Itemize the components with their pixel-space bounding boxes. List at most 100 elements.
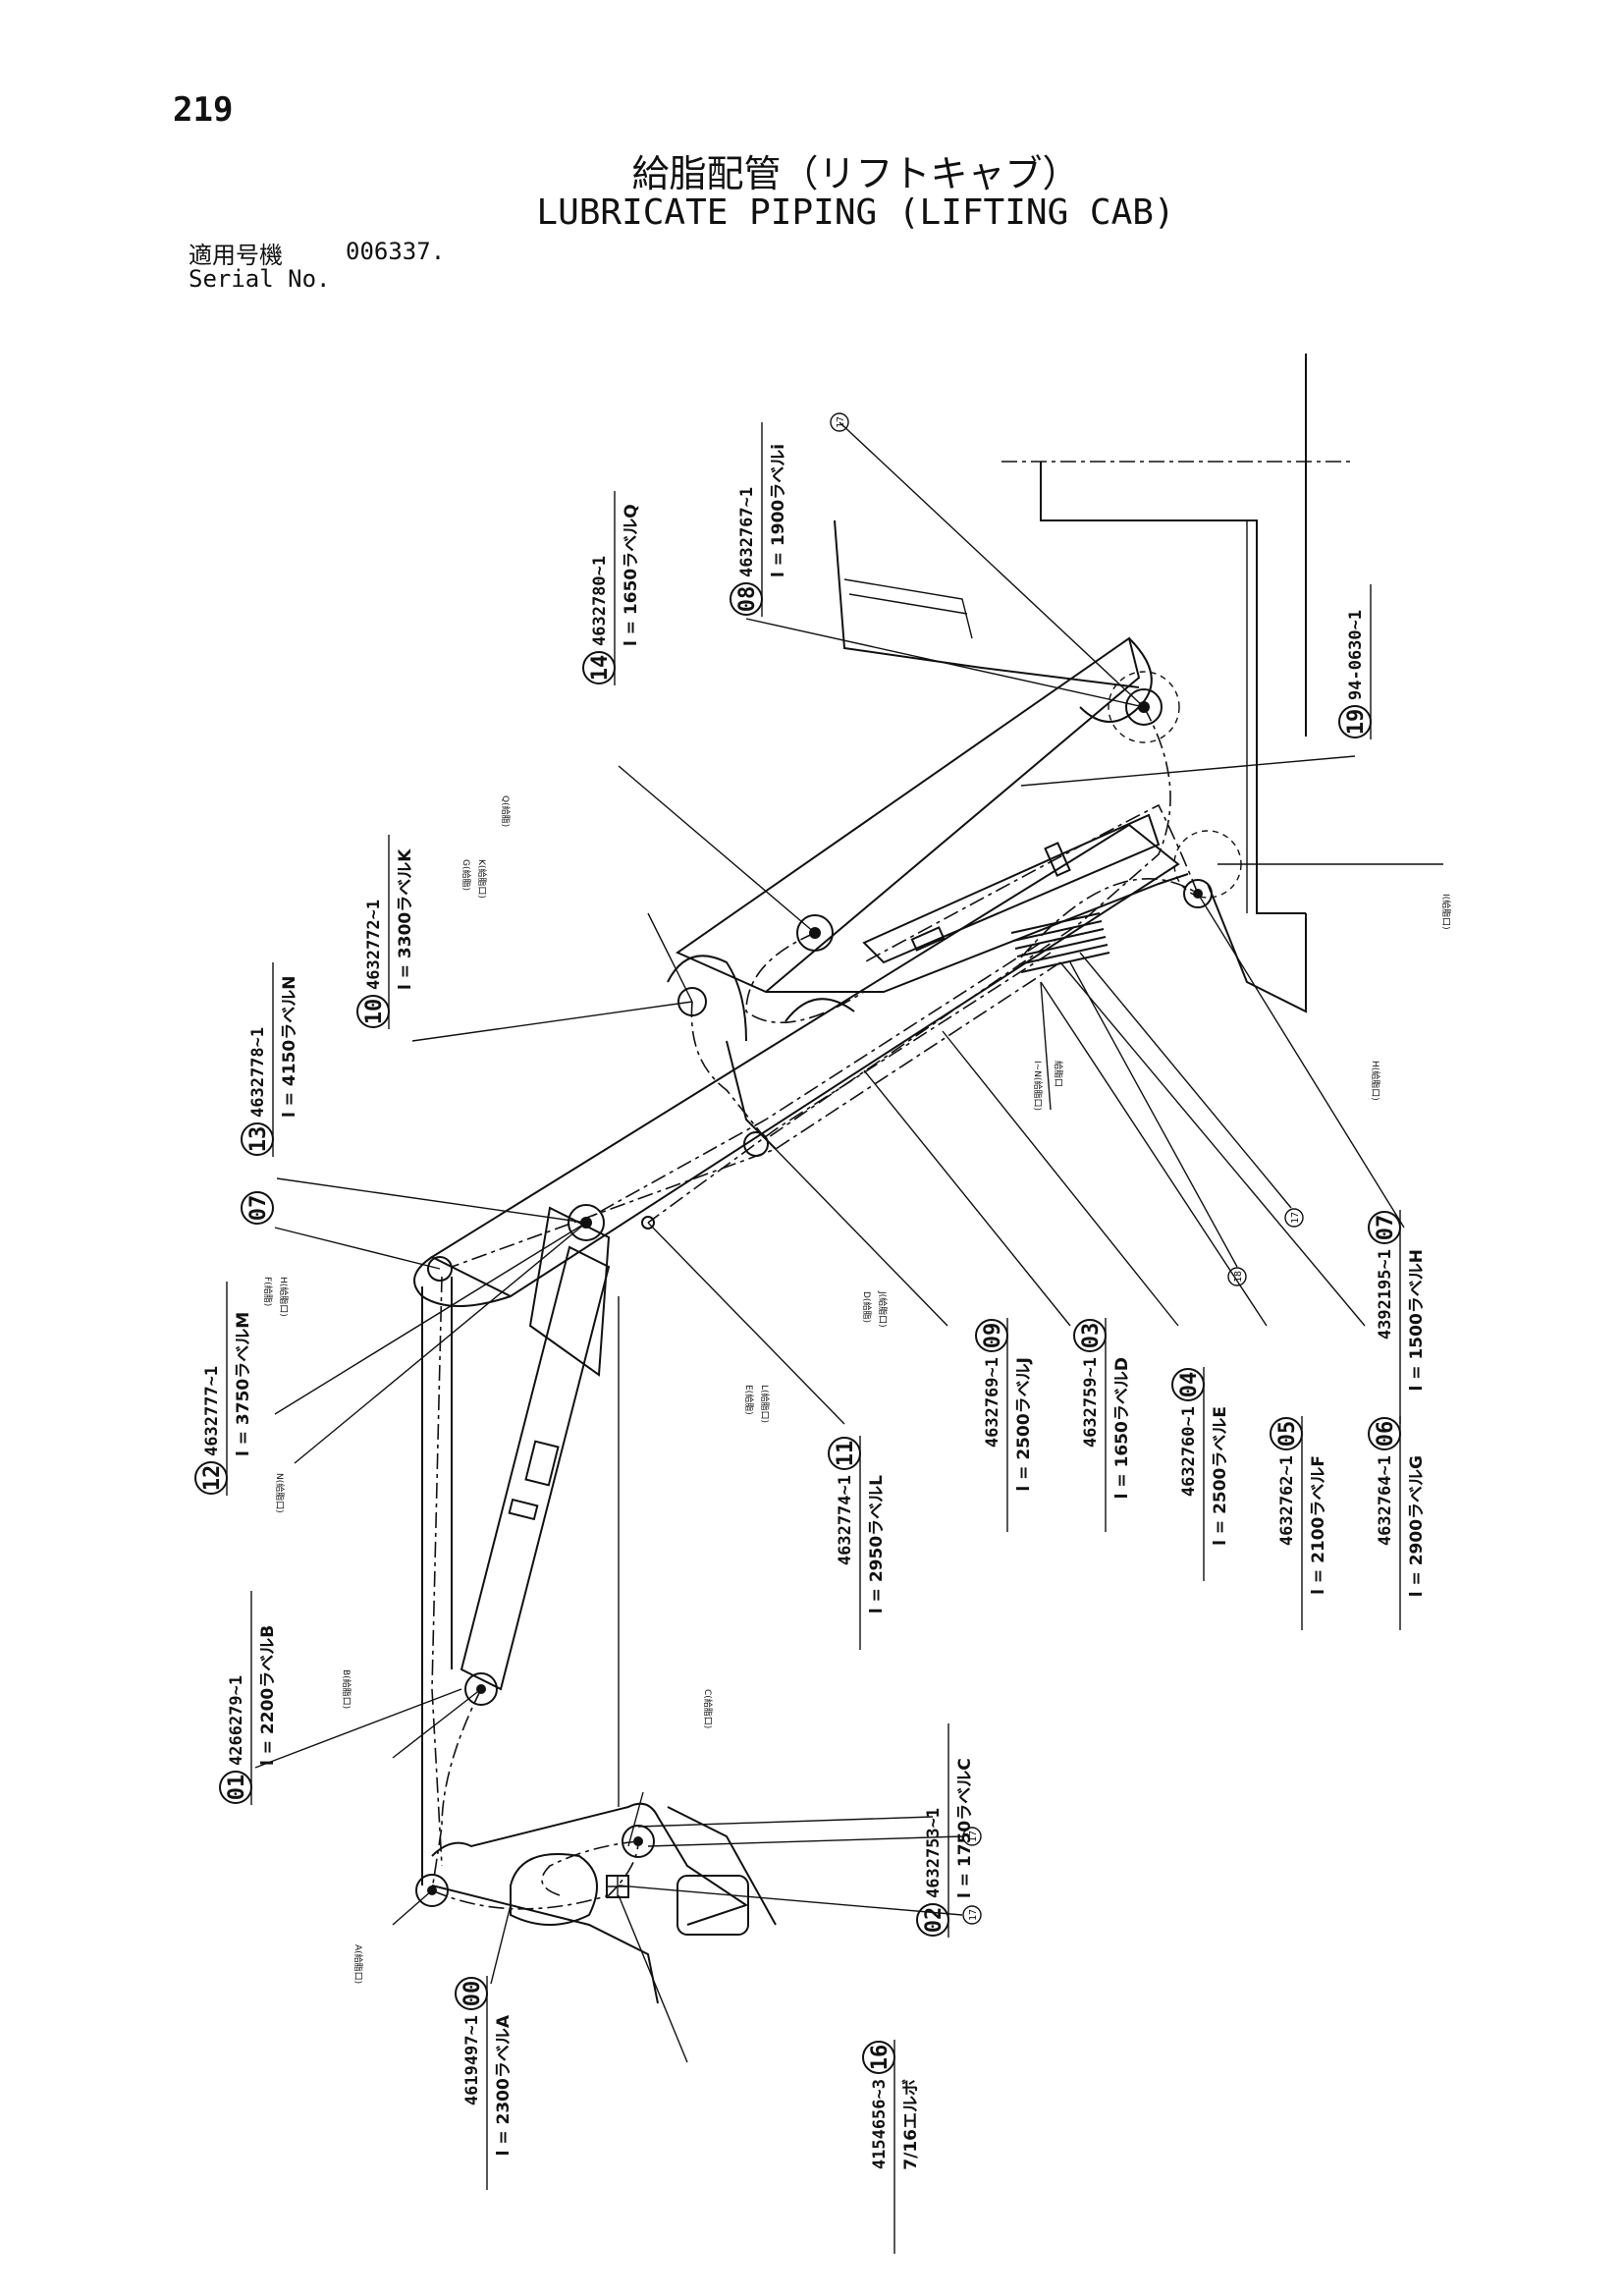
part-label-07: 07 4392195~1 l = 1500ラベルH	[1368, 1210, 1427, 1424]
lift-arm-middle	[528, 1206, 611, 1377]
part-13-number: 4632778~1	[248, 1027, 268, 1118]
pin-boom-foot	[427, 1256, 453, 1282]
leader-12	[274, 1222, 587, 1415]
note-f2: H(給脂口)	[278, 1277, 290, 1317]
title-japanese: 給脂配管（リフトキャブ）	[631, 152, 1080, 195]
hose-cylinder	[431, 1688, 482, 1891]
part-label-05: 05 4632762~1 l = 2100ラベルF	[1270, 1416, 1328, 1630]
part-14-number: 4632780~1	[590, 556, 610, 646]
upper-joint	[667, 955, 747, 1042]
pin-lower-link	[622, 1825, 655, 1858]
part-04-no: 04	[1177, 1372, 1202, 1398]
leader-n	[294, 1222, 587, 1464]
part-03-number: 4632759~1	[1081, 1357, 1101, 1448]
part-10-length: l = 3300ラベルK	[396, 848, 415, 990]
part-07-number: 4392195~1	[1376, 1249, 1395, 1339]
callout-17-top	[830, 412, 849, 432]
hose-boom-1	[588, 942, 1042, 1219]
part-05-no: 05	[1275, 1421, 1300, 1448]
part-label-01: 01 4266279~1 l = 2200ラベルB	[219, 1591, 278, 1805]
lower-link-side	[667, 1806, 777, 1926]
part-label-10: 10 4632772~1 l = 3300ラベルK	[356, 835, 415, 1029]
leader-00	[490, 1904, 512, 1985]
part-label-04: 04 4632760~1 l = 2500ラベルE	[1171, 1367, 1230, 1581]
hose-manifold-cab	[1020, 878, 1199, 958]
upper-joint-2	[784, 998, 855, 1022]
lower-link-cutout	[510, 1853, 598, 1926]
part-labels: 08 4632767~1 l = 1900ラベルi 14 4632780~1 l…	[194, 422, 1427, 2254]
leader-05	[1040, 981, 1268, 1327]
leader-07-right	[1197, 893, 1405, 1229]
part-07-no: 07	[1374, 1215, 1398, 1241]
part-08-length: l = 1900ラベルi	[769, 444, 788, 577]
page-number: 219	[173, 90, 234, 130]
part-08-no: 08	[735, 586, 760, 613]
pin-cylinder-foot	[464, 1672, 498, 1706]
hose-cab-top	[765, 706, 1171, 1140]
pin-base	[415, 1874, 449, 1907]
part-19-number: 94-0630~1	[1346, 610, 1366, 700]
note-b: B(給脂口)	[341, 1669, 352, 1709]
manifold-line-3	[1014, 928, 1105, 950]
leader-01	[254, 1688, 462, 1769]
leader-07-left	[274, 1227, 441, 1270]
hose-boom-2	[647, 952, 1052, 1224]
leader-19	[1020, 755, 1356, 787]
manifold-line-6	[1020, 952, 1110, 973]
machine-structure	[413, 354, 1355, 2004]
callout-07-left-label: 07	[246, 1195, 271, 1222]
part-00-no: 00	[460, 1981, 485, 2007]
upper-link-arm	[675, 636, 1141, 994]
manifold-line-4	[1016, 936, 1107, 957]
part-11-length: l = 2950ラベルL	[867, 1475, 887, 1613]
hose-upper-joint	[745, 932, 865, 1023]
cab-arm-top	[834, 519, 1140, 688]
cab-base	[1207, 883, 1307, 1013]
part-00-length: l = 2300ラベルA	[494, 2014, 514, 2156]
pin-cab-top-swing	[1108, 671, 1180, 743]
part-02-length: l = 1750ラベルC	[955, 1758, 975, 1898]
part-12-length: l = 3750ラベルM	[234, 1312, 253, 1456]
serial-label-english: Serial No.	[189, 265, 331, 293]
part-19-no: 19	[1344, 709, 1369, 736]
lift-cylinder	[460, 1245, 611, 1691]
pin-upper-joint	[796, 914, 834, 952]
leader-17-lower-b	[618, 1885, 963, 1916]
part-label-12: 12 4632777~1 l = 3750ラベルM	[194, 1282, 253, 1496]
part-02-number: 4632753~1	[924, 1808, 944, 1898]
callout-circles: 17 18 17 17 17 07	[241, 412, 1304, 1925]
part-05-number: 4632762~1	[1277, 1455, 1297, 1546]
part-10-number: 4632772~1	[364, 900, 384, 990]
manifold-line-1	[1010, 912, 1101, 934]
manifold-line-2	[1012, 920, 1103, 942]
leader-17-lower-a	[647, 1835, 963, 1847]
part-02-no: 02	[922, 1907, 947, 1934]
note-q: Q(給脂)	[500, 795, 512, 827]
cylinder-bracket	[1044, 842, 1071, 877]
callout-07-left	[241, 1191, 274, 1225]
note-block: 給脂口	[1053, 1061, 1064, 1087]
note-i: I(給脂口)	[1440, 894, 1452, 930]
part-01-number: 4266279~1	[227, 1675, 246, 1766]
boom-cylinder-upper	[862, 813, 1161, 964]
leader-17-mid	[1079, 952, 1292, 1209]
leader-09	[765, 1138, 948, 1327]
part-09-number: 4632769~1	[983, 1357, 1002, 1448]
part-13-length: l = 4150ラベルN	[280, 976, 299, 1118]
cab-window-rail-2	[848, 593, 968, 615]
leader-13	[276, 1177, 587, 1224]
main-boom	[429, 823, 1180, 1298]
part-label-09: 09 4632769~1 l = 2500ラベルJ	[975, 1318, 1034, 1532]
part-16-length: 7/16エルボ	[901, 2079, 921, 2170]
leader-18	[1069, 961, 1238, 1268]
part-label-00: 00 4619497~1 l = 2300ラベルA	[455, 1976, 514, 2190]
leader-08	[745, 618, 1145, 708]
part-06-number: 4632764~1	[1376, 1455, 1395, 1546]
part-label-14: 14 4632780~1 l = 1650ラベルQ	[582, 491, 641, 685]
part-08-number: 4632767~1	[737, 487, 757, 577]
part-16-number: 4154656~3	[870, 2079, 890, 2169]
callout-18	[1227, 1267, 1247, 1286]
part-04-length: l = 2500ラベルE	[1211, 1406, 1230, 1546]
part-05-length: l = 2100ラベルF	[1309, 1455, 1328, 1595]
